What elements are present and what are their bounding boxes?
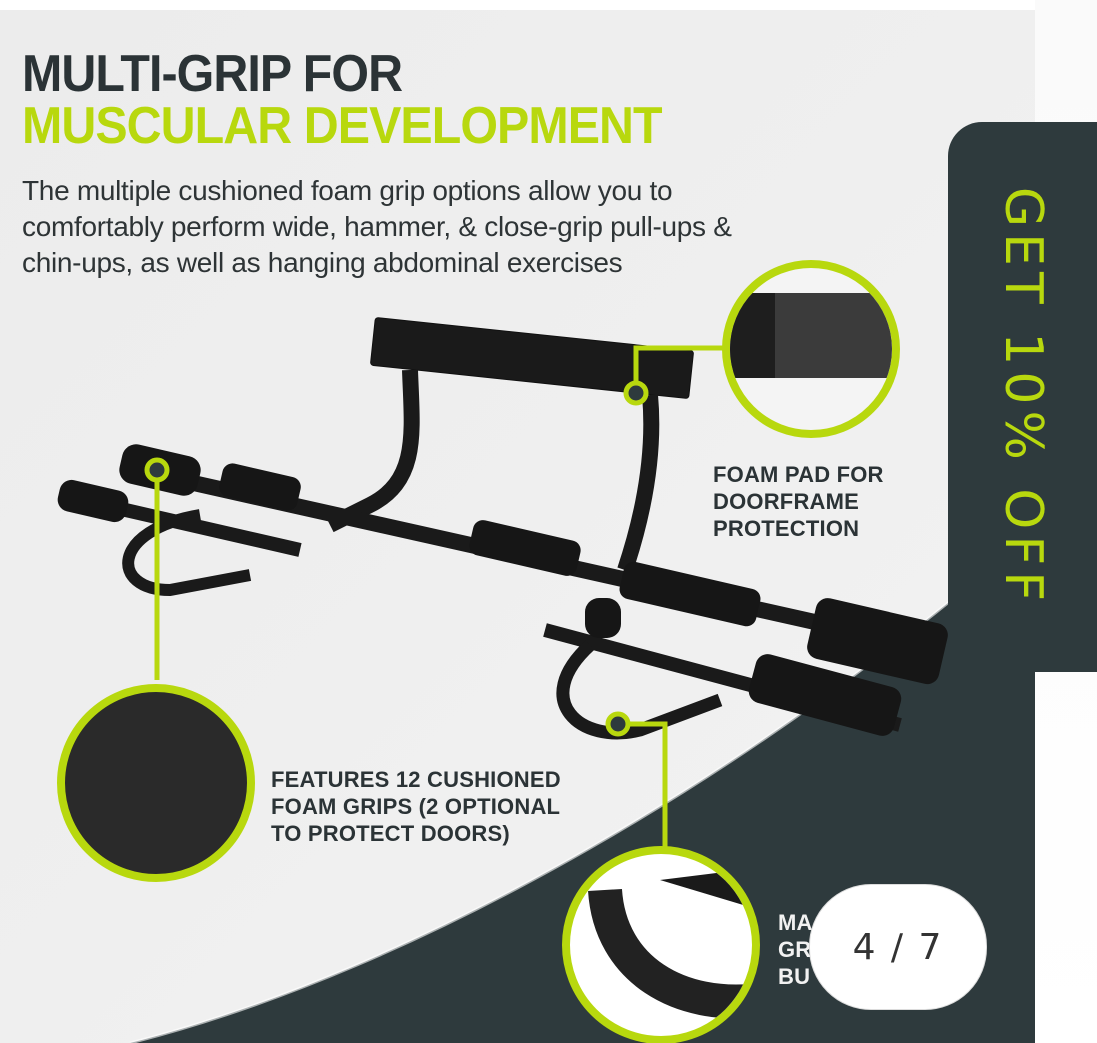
callout-foam-pad: FOAM PAD FOR DOORFRAME PROTECTION [713, 461, 884, 542]
discount-promo-tab[interactable]: GET 10% OFF [948, 122, 1097, 672]
product-illustration [57, 260, 1035, 1043]
callout-line: PROTECTION [713, 516, 860, 541]
callout-foam-grips: FEATURES 12 CUSHIONED FOAM GRIPS (2 OPTI… [271, 766, 561, 847]
product-description: The multiple cushioned foam grip options… [22, 175, 732, 278]
zoom-circle-bumper [562, 846, 760, 1043]
callout-line: BU [778, 964, 811, 989]
callout-bumper: MA GR BU [778, 909, 813, 990]
product-image[interactable]: MULTI-GRIP FOR MUSCULAR DEVELOPMENT The … [0, 10, 1035, 1043]
callout-line: FEATURES 12 CUSHIONED [271, 767, 561, 792]
callout-line: TO PROTECT DOORS) [271, 821, 510, 846]
pullup-bar-icon [57, 317, 948, 740]
headline-line-2: MUSCULAR DEVELOPMENT [22, 97, 663, 155]
zoom-circle-foam-pad [722, 260, 900, 438]
promo-tab-label: GET 10% OFF [992, 186, 1053, 608]
gallery-counter: 4 / 7 [809, 884, 987, 1010]
callout-line: FOAM PAD FOR [713, 462, 884, 487]
headline-line-1: MULTI-GRIP FOR [22, 45, 403, 103]
zoom-circle-foam-grip [57, 684, 255, 882]
callout-line: GR [778, 937, 812, 962]
headline: MULTI-GRIP FOR MUSCULAR DEVELOPMENT [22, 45, 663, 155]
dark-wedge-background [130, 530, 1035, 1043]
callout-line: MA [778, 910, 813, 935]
callout-lines [144, 345, 728, 850]
callout-line: DOORFRAME [713, 489, 860, 514]
callout-line: FOAM GRIPS (2 OPTIONAL [271, 794, 561, 819]
